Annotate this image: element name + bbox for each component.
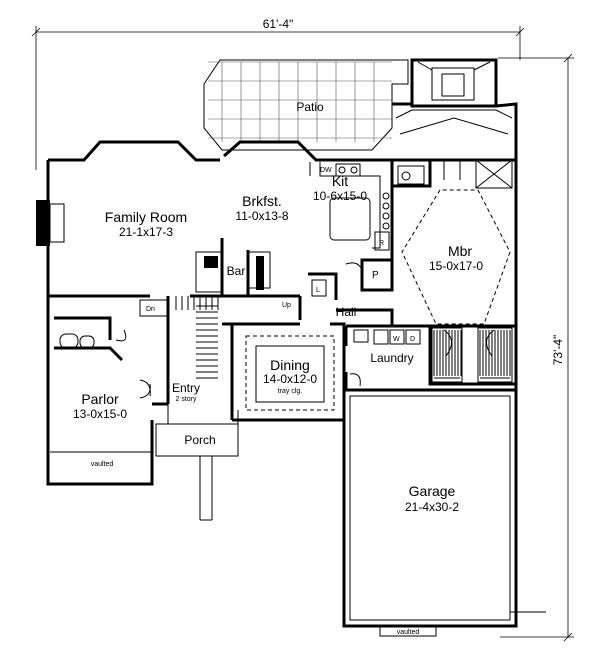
parlor-vaulted-note: vaulted (91, 461, 114, 468)
hall-label: Hall (336, 305, 357, 319)
patio-label: Patio (296, 100, 324, 114)
dining-label: Dining (270, 357, 310, 373)
kitchen-label: Kit (332, 173, 348, 189)
entry-note: 2 story (175, 396, 197, 403)
linen-label: L (316, 287, 320, 294)
parlor-size: 13-0x15-0 (73, 407, 127, 421)
mbr-size: 15-0x17-0 (429, 259, 483, 273)
garage-size: 21-4x30-2 (405, 500, 459, 514)
down-stairs-label: Dn (146, 306, 155, 313)
porch-label: Porch (184, 433, 215, 447)
mbr-label: Mbr (448, 243, 472, 259)
family-room-label: Family Room (105, 209, 187, 225)
laundry-label: Laundry (370, 351, 413, 365)
parlor-label: Parlor (81, 391, 119, 407)
garage-vaulted-note: vaulted (397, 629, 420, 636)
up-stairs-label: Up (282, 302, 291, 309)
breakfast-size: 11-0x13-8 (235, 209, 288, 223)
dining-size: 14-0x12-0 (263, 372, 317, 386)
patio-area (203, 59, 409, 151)
dining-note: tray clg. (278, 388, 303, 395)
dishwasher-label: DW (320, 167, 332, 174)
width-dimension-line (31, 26, 525, 170)
pantry-label: P (372, 270, 379, 281)
garage-label: Garage (409, 483, 456, 499)
bar-label: Bar (227, 264, 246, 278)
washer-label: W (393, 336, 400, 343)
depth-dimension-line (498, 53, 574, 642)
interior-walls (48, 159, 546, 637)
mbr-fireplace-bay (392, 58, 518, 160)
kitchen-size: 10-6x15-0 (313, 189, 367, 203)
depth-dimension-label: 73'-4" (551, 335, 565, 366)
breakfast-label: Brkfst. (242, 193, 282, 209)
entry-label: Entry (172, 381, 200, 395)
dryer-label: D (410, 336, 415, 343)
width-dimension-label: 61'-4" (263, 17, 294, 31)
refrigerator-label: R (379, 240, 384, 247)
exterior-walls (36, 140, 518, 628)
family-room-size: 21-1x17-3 (119, 225, 173, 239)
